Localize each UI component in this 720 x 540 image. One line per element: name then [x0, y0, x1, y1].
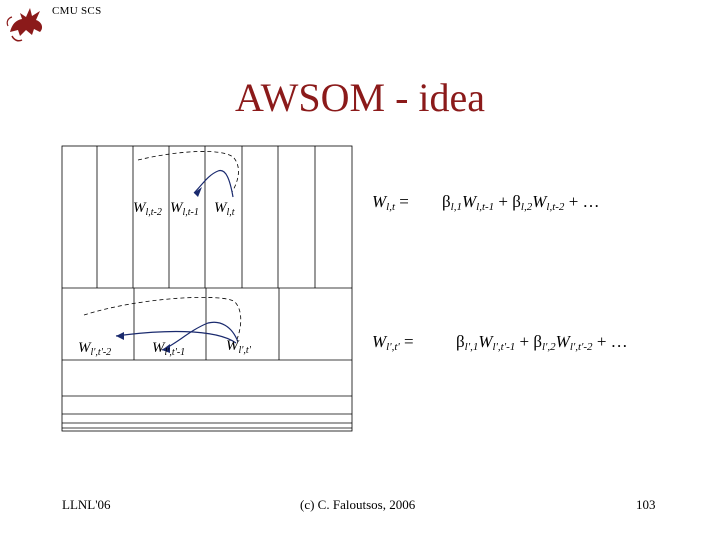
- label-w-lp-tp-minus-2: Wl',t'-2: [78, 340, 112, 358]
- dashed-arrow-upper-outer: [137, 151, 239, 193]
- arrowhead-lower-mid: [162, 344, 170, 353]
- label-w-l-t-minus-1: Wl,t-1: [170, 200, 199, 218]
- footer-copyright: (c) C. Faloutsos, 2006: [300, 497, 416, 512]
- equation-lhs-1: Wl,t =: [372, 192, 409, 213]
- footer-venue: LLNL'06: [62, 497, 111, 512]
- label-w-lp-tp: Wl',t': [226, 338, 251, 356]
- equation-rhs-1: βl,1Wl,t-1 + βl,2Wl,t-2 + …: [442, 192, 600, 213]
- equation-rhs-2: βl',1Wl',t'-1 + βl',2Wl',t'-2 + …: [456, 332, 628, 353]
- arrowhead-upper: [194, 187, 202, 197]
- label-w-lp-tp-minus-1: Wl',t'-1: [152, 340, 186, 358]
- arrow-lower-inner: [161, 321, 239, 351]
- footer-page-number: 103: [636, 497, 656, 512]
- arrowhead-lower-left: [116, 332, 124, 340]
- header-text: CMU SCS: [52, 5, 102, 17]
- grid-outline: [61, 145, 353, 432]
- equation-lhs-2: Wl',t' =: [372, 332, 414, 353]
- label-w-l-t: Wl,t: [214, 200, 235, 218]
- arrow-upper-inner: [193, 169, 234, 198]
- dashed-arrow-lower-outer: [83, 297, 242, 343]
- arrow-lower-long: [115, 330, 237, 344]
- slide-title: AWSOM - idea: [234, 75, 486, 120]
- label-w-l-t-minus-2: Wl,t-2: [133, 200, 162, 218]
- griffin-logo-icon: [6, 8, 43, 42]
